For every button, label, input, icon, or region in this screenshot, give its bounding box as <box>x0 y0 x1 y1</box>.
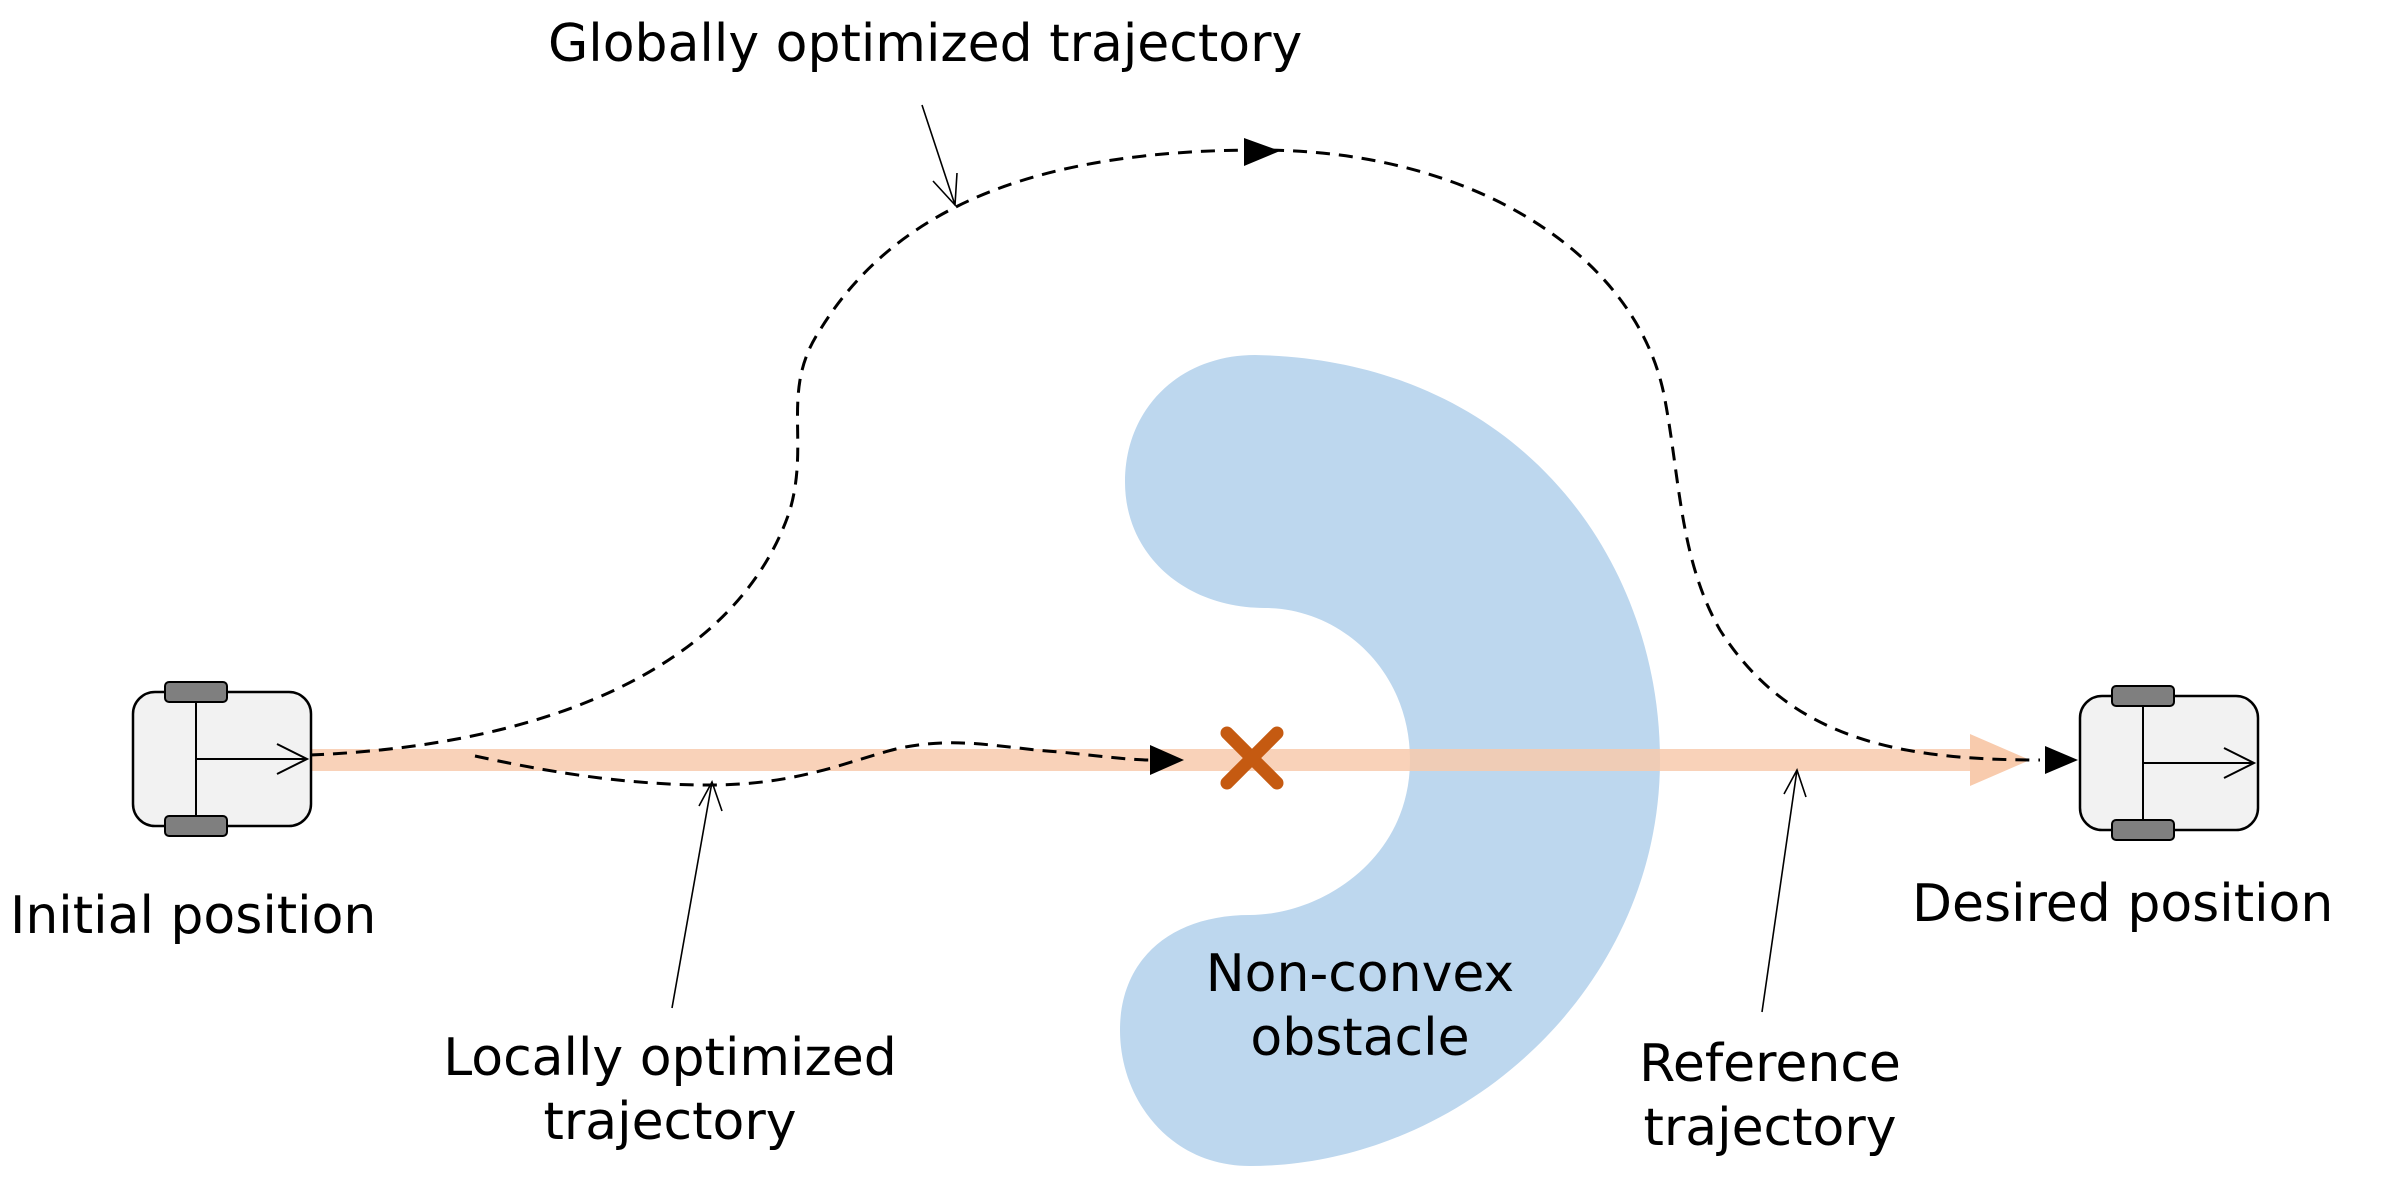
global-trajectory-label: Globally optimized trajectory <box>548 14 1303 74</box>
reference-trajectory-label: Reference trajectory <box>1590 1032 1950 1160</box>
obstacle-label: Non-convex obstacle <box>1160 942 1560 1070</box>
reference-trajectory-label-line2: trajectory <box>1643 1098 1897 1158</box>
reference-trajectory-pointer <box>1761 767 1807 1013</box>
non-convex-obstacle <box>1120 355 1660 1166</box>
global-trajectory-arrowhead-end <box>2045 746 2078 774</box>
local-trajectory-label-line2: trajectory <box>543 1092 797 1152</box>
desired-robot-icon <box>2078 685 2260 841</box>
collision-cross-icon <box>1220 726 1284 790</box>
local-trajectory-label-line1: Locally optimized <box>443 1028 897 1088</box>
local-trajectory-arrowhead <box>1150 745 1184 775</box>
local-trajectory-pointer <box>671 780 723 1009</box>
global-trajectory-pointer <box>921 104 958 207</box>
local-trajectory-path <box>474 741 1151 787</box>
reference-trajectory-label-line1: Reference <box>1639 1034 1901 1094</box>
obstacle-label-line2: obstacle <box>1250 1008 1470 1068</box>
global-trajectory-path <box>309 148 2041 762</box>
global-trajectory-arrowhead-top <box>1244 138 1280 166</box>
local-trajectory-label: Locally optimized trajectory <box>420 1026 920 1154</box>
initial-robot-icon <box>131 681 313 837</box>
obstacle-label-line1: Non-convex <box>1205 944 1515 1004</box>
desired-position-label: Desired position <box>1912 874 2334 934</box>
initial-position-label: Initial position <box>10 886 377 946</box>
